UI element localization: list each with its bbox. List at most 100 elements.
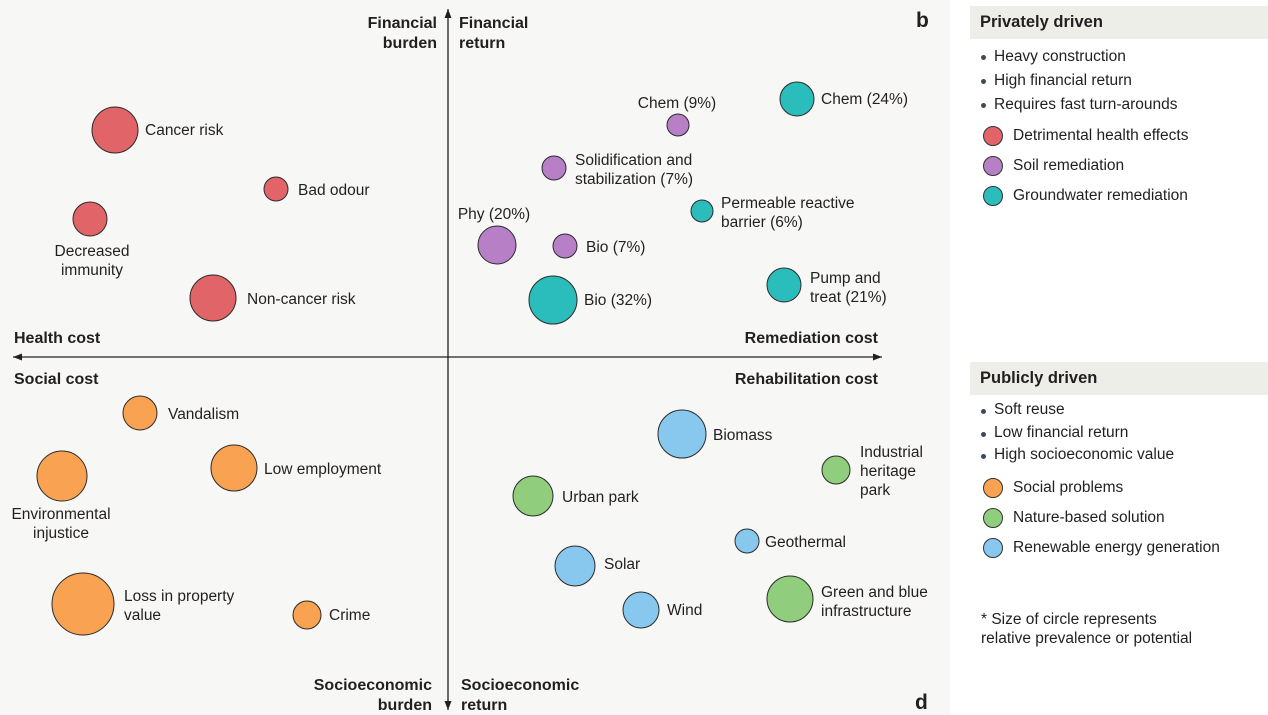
legend-bullet-text: High financial return	[994, 72, 1132, 89]
bubble-label-line: Permeable reactive	[721, 195, 855, 212]
bubble-circle	[541, 155, 567, 181]
legend-bullet-text: High socioeconomic value	[994, 446, 1175, 463]
bubble-label-line: Bio (7%)	[586, 239, 645, 256]
legend-bullet-text: Heavy construction	[994, 48, 1126, 65]
bubble-circle	[263, 176, 289, 202]
bubble-label-line: heritage	[860, 463, 916, 480]
bullet-dot-icon	[981, 55, 986, 60]
bubble-label-line: Vandalism	[168, 406, 239, 423]
bubble-chem-9: Chem (9%)	[638, 95, 716, 137]
bubble-circle	[91, 106, 139, 154]
legend-key-groundwater: Groundwater remediation	[970, 181, 1268, 211]
bubble-label: Phy (20%)	[458, 206, 530, 223]
bubble-label-line: Low employment	[264, 461, 382, 478]
panel-label-d: d	[915, 691, 928, 714]
bubble-label-line: Urban park	[562, 489, 639, 506]
bubble-circle	[552, 233, 578, 259]
bubble-label-line: value	[124, 607, 161, 624]
bubble-label-line: immunity	[61, 262, 123, 279]
bubble-circle	[779, 81, 815, 117]
legend-key-soil: Soil remediation	[970, 151, 1268, 181]
bubble-circle	[690, 199, 714, 223]
bubble-label: Wind	[667, 602, 702, 619]
bubble-bio-32: Bio (32%)	[528, 275, 652, 325]
bubble-vandalism: Vandalism	[122, 395, 239, 431]
bubble-label-line: Phy (20%)	[458, 206, 530, 223]
bubble-label-line: injustice	[33, 525, 89, 542]
bubble-label-line: barrier (6%)	[721, 214, 803, 231]
bubble-label-line: Solar	[604, 556, 640, 573]
legend-bullet: High financial return	[970, 69, 1268, 93]
bubble-label: Bio (7%)	[586, 239, 645, 256]
legend-privately-driven: Privately driven Heavy construction High…	[970, 6, 1268, 211]
bubble-circle	[734, 528, 760, 554]
bubble-crime: Crime	[292, 600, 370, 630]
legend-bullet-text: Low financial return	[994, 423, 1129, 441]
bubble-label-line: Industrial	[860, 444, 923, 461]
bubble-circle	[210, 444, 258, 492]
bubble-label: Bio (32%)	[584, 292, 652, 309]
bubble-prb: Permeable reactive barrier (6%)	[690, 195, 855, 231]
bubble-label: Bad odour	[298, 182, 370, 199]
bubble-cancer-risk: Cancer risk	[91, 106, 224, 154]
size-note-line: relative prevalence or potential	[981, 630, 1193, 647]
bubble-circle	[51, 572, 115, 636]
legend-publicly-driven: Publicly driven Soft reuse Low financial…	[970, 362, 1268, 563]
bubble-circle	[72, 201, 108, 237]
bubble-label: Crime	[329, 607, 370, 624]
axis-label-health-cost: Health cost	[14, 330, 101, 347]
bubble-label-line: Green and blue	[821, 584, 928, 601]
legend-key-label: Social problems	[1013, 478, 1124, 496]
bubble-circle	[36, 450, 88, 502]
bubble-biomass: Biomass	[657, 409, 773, 459]
bubble-label-line: Bad odour	[298, 182, 370, 199]
legend-bullet: Requires fast turn-arounds	[970, 93, 1268, 117]
bubble-bad-odour: Bad odour	[263, 176, 370, 202]
legend-title: Privately driven	[970, 6, 1268, 39]
legend-key-label: Renewable energy generation	[1013, 538, 1220, 556]
purple-circle-icon	[983, 156, 1003, 176]
bullet-dot-icon	[981, 454, 986, 459]
bubble-label: Low employment	[264, 461, 382, 478]
bubble-circle	[292, 600, 322, 630]
bubble-bio-7: Bio (7%)	[552, 233, 645, 259]
bubble-low-employment: Low employment	[210, 444, 382, 492]
bubble-label-line: Biomass	[713, 427, 773, 444]
bullet-dot-icon	[981, 431, 986, 437]
red-circle-icon	[983, 126, 1003, 146]
blue-circle-icon	[983, 537, 1003, 558]
bullet-dot-icon	[981, 103, 986, 108]
bubble-label: Cancer risk	[145, 122, 224, 139]
bubble-label-line: Chem (24%)	[821, 91, 908, 108]
bubble-circle	[821, 455, 851, 485]
legend-bullet: Heavy construction	[970, 45, 1268, 69]
bubble-label-line: Solidification and	[575, 152, 692, 169]
bubble-circle	[477, 225, 517, 265]
size-note: * Size of circle represents relative pre…	[981, 610, 1192, 648]
bubble-circle	[766, 575, 814, 623]
axis-label-social-cost: Social cost	[14, 371, 99, 388]
legend-key-health: Detrimental health effects	[970, 121, 1268, 151]
bubble-label-line: Geothermal	[765, 534, 846, 551]
bubble-label: Non-cancer risk	[247, 291, 356, 308]
bubble-circle	[554, 545, 596, 587]
bubble-circle	[189, 274, 237, 322]
teal-circle-icon	[983, 186, 1003, 206]
bubble-label-line: Bio (32%)	[584, 292, 652, 309]
orange-circle-icon	[983, 477, 1003, 498]
bubble-label: Chem (24%)	[821, 91, 908, 108]
bubble-urban-park: Urban park	[512, 475, 639, 517]
bubble-label: Biomass	[713, 427, 773, 444]
